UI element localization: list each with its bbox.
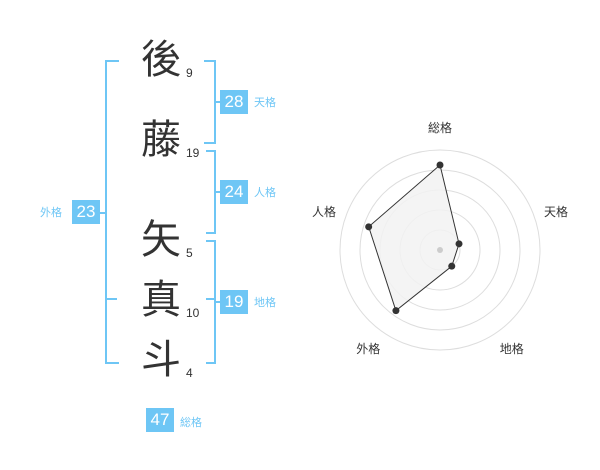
- name-char-2: 藤: [141, 117, 181, 163]
- gaikaku-value: 23: [72, 200, 100, 224]
- stroke-count-3: 5: [186, 246, 193, 260]
- radar-axis-label-4: 外格: [356, 341, 381, 356]
- radar-axis-label-1: 総格: [427, 121, 452, 135]
- radar-point-3: [448, 262, 456, 270]
- jinkaku-bracket-connector: [214, 191, 220, 193]
- radar-point-1: [436, 161, 444, 169]
- stroke-count-2: 19: [186, 146, 200, 160]
- radar-axis-label-3: 地格: [499, 341, 524, 356]
- radar-ring-5: [339, 149, 541, 351]
- radar-ring-1: [419, 229, 461, 271]
- chikaku-value: 19: [220, 290, 248, 314]
- chikaku-bracket-divider: [206, 298, 214, 300]
- name-char-4: 真: [141, 277, 181, 323]
- gaikaku-bracket-divider: [105, 298, 117, 300]
- radar-point-4: [392, 307, 400, 315]
- gaikaku-bracket-connector: [98, 212, 106, 214]
- tenkaku-bracket-connector: [214, 101, 220, 103]
- radar-center-dot: [437, 247, 443, 253]
- soukaku-label: 総格: [180, 416, 202, 429]
- name-char-3: 矢: [141, 217, 181, 263]
- tenkaku-label: 天格: [254, 96, 276, 109]
- tenkaku-value: 28: [220, 90, 248, 114]
- radar-ring-4: [359, 169, 521, 331]
- stroke-count-5: 4: [186, 366, 193, 380]
- jinkaku-label: 人格: [254, 186, 276, 199]
- jinkaku-value: 24: [220, 180, 248, 204]
- radar-point-2: [455, 240, 463, 248]
- radar-axis-label-5: 人格: [311, 205, 336, 220]
- radar-point-5: [365, 223, 373, 231]
- stroke-count-1: 9: [186, 66, 193, 80]
- radar-axis-label-2: 天格: [544, 205, 569, 220]
- gaikaku-label: 外格: [40, 206, 62, 219]
- name-char-5: 斗: [141, 337, 181, 383]
- name-char-1: 後: [141, 37, 181, 83]
- chikaku-label: 地格: [254, 296, 276, 309]
- stroke-count-4: 10: [186, 306, 200, 320]
- radar-ring-3: [379, 189, 501, 311]
- radar-ring-2: [399, 209, 481, 291]
- radar-polygon: [368, 164, 460, 312]
- soukaku-value: 47: [146, 408, 174, 432]
- chikaku-bracket-connector: [214, 301, 220, 303]
- gaikaku-bracket: [105, 60, 119, 364]
